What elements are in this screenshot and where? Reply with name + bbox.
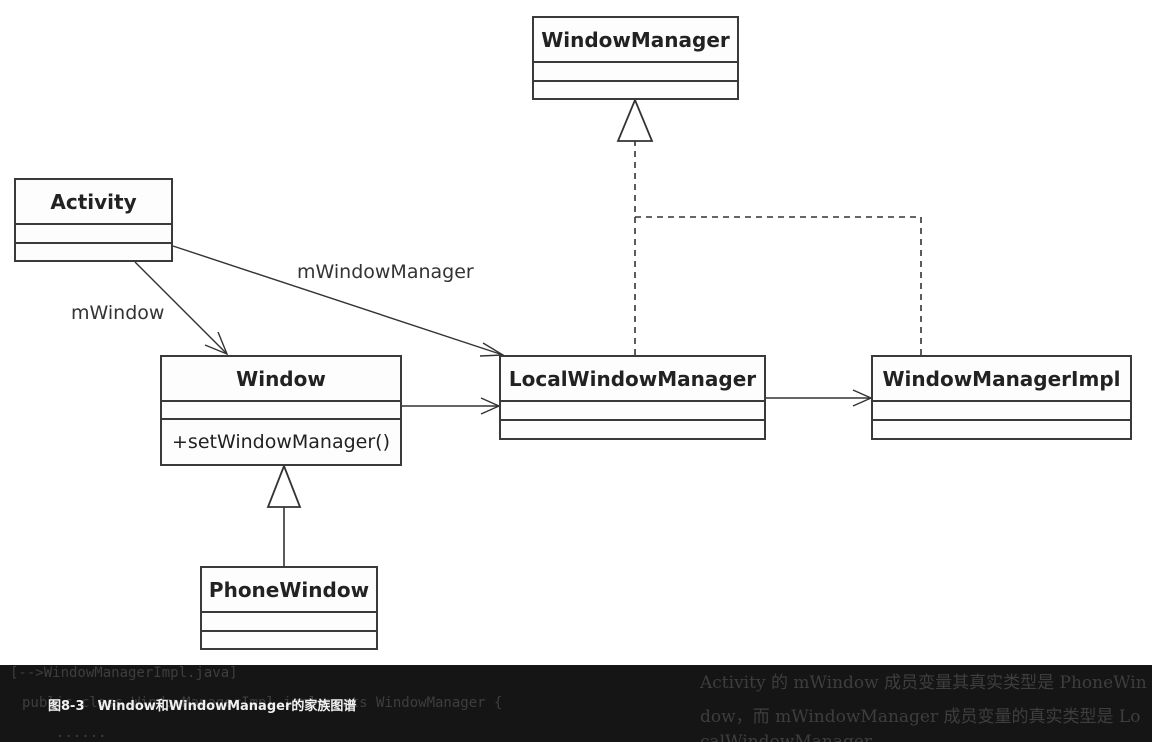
operations-section (202, 632, 376, 649)
class-name-windowmanager: WindowManager (534, 18, 737, 63)
class-activity: Activity (14, 178, 173, 262)
caption-bar: [-->WindowManagerImpl.java] public class… (0, 665, 1152, 742)
class-windowmanagerimpl: WindowManagerImpl (871, 355, 1132, 440)
body-text-line-1: Activity 的 mWindow 成员变量其真实类型是 PhoneWin (700, 673, 1147, 693)
code-line-class-declaration: public class WindowManagerImpl implement… (22, 695, 503, 711)
inheritance-arrowhead (266, 463, 302, 508)
realization-to-windowmanager (634, 141, 922, 355)
body-text-line-2: dow，而 mWindowManager 成员变量的真实类型是 Lo (700, 707, 1141, 727)
class-name-localwindowmanager: LocalWindowManager (501, 357, 764, 402)
operations-section (501, 421, 764, 438)
attributes-section (202, 613, 376, 632)
attributes-section (534, 63, 737, 82)
label-mwindow: mWindow (71, 302, 164, 324)
body-text-line-3: calWindowManager (700, 732, 873, 742)
class-name-activity: Activity (16, 180, 171, 225)
association-localwindowmanager-windowmanagerimpl (765, 389, 873, 407)
operations-section (873, 421, 1130, 438)
code-line-ellipsis: ...... (56, 725, 107, 741)
operations-section (534, 82, 737, 99)
code-line-filename: [-->WindowManagerImpl.java] (10, 665, 238, 681)
operations-section (16, 244, 171, 261)
label-mwindowmanager: mWindowManager (297, 261, 474, 283)
association-activity-window (134, 261, 229, 356)
class-name-window: Window (162, 357, 400, 402)
class-windowmanager: WindowManager (532, 16, 739, 100)
attributes-section (162, 402, 400, 420)
attributes-section (501, 402, 764, 421)
association-window-localwindowmanager (401, 397, 501, 415)
attributes-section (16, 225, 171, 244)
method-setwindowmanager: +setWindowManager() (172, 431, 390, 453)
class-name-phonewindow: PhoneWindow (202, 568, 376, 613)
figure-caption: 图8-3 Window和WindowManager的家族图谱 (48, 699, 357, 714)
class-name-windowmanagerimpl: WindowManagerImpl (873, 357, 1130, 402)
realization-arrowhead (616, 97, 654, 142)
class-window: Window +setWindowManager() (160, 355, 402, 466)
class-phonewindow: PhoneWindow (200, 566, 378, 650)
attributes-section (873, 402, 1130, 421)
class-localwindowmanager: LocalWindowManager (499, 355, 766, 440)
